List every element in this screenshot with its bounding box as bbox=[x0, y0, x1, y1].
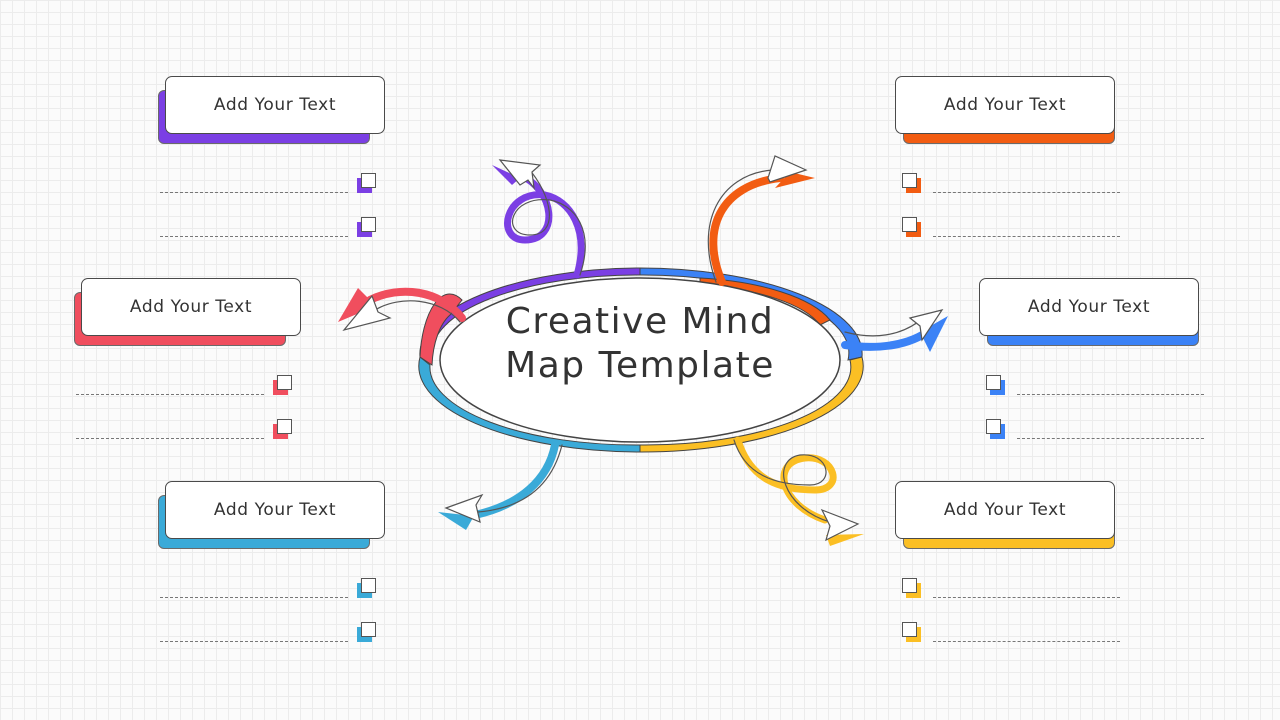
checkbox[interactable] bbox=[986, 419, 1006, 439]
checkbox[interactable] bbox=[902, 173, 922, 193]
checkbox[interactable] bbox=[986, 375, 1006, 395]
node-blue[interactable]: Add Your Text bbox=[979, 278, 1199, 346]
dashed-line bbox=[160, 192, 348, 193]
node-lightblue[interactable]: Add Your Text bbox=[158, 481, 385, 549]
list-item[interactable] bbox=[902, 173, 1122, 197]
dashed-line bbox=[76, 394, 264, 395]
dashed-line bbox=[933, 597, 1120, 598]
node-purple[interactable]: Add Your Text bbox=[158, 76, 385, 144]
dashed-line bbox=[160, 641, 348, 642]
list-item[interactable] bbox=[902, 622, 1122, 646]
dashed-line bbox=[933, 192, 1120, 193]
list-item[interactable] bbox=[160, 622, 380, 646]
list-item[interactable] bbox=[160, 173, 380, 197]
arrow-lightblue bbox=[438, 441, 563, 530]
checkbox[interactable] bbox=[357, 173, 377, 193]
checkbox[interactable] bbox=[273, 375, 293, 395]
list-item[interactable] bbox=[160, 578, 380, 602]
node-yellow[interactable]: Add Your Text bbox=[895, 481, 1115, 549]
arrow-orange bbox=[707, 155, 815, 286]
arrow-blue bbox=[841, 309, 948, 352]
checkbox[interactable] bbox=[357, 578, 377, 598]
list-item[interactable] bbox=[986, 419, 1206, 443]
node-orange[interactable]: Add Your Text bbox=[895, 76, 1115, 144]
checkbox[interactable] bbox=[902, 622, 922, 642]
node-lightblue-label[interactable]: Add Your Text bbox=[165, 481, 385, 539]
dashed-line bbox=[933, 641, 1120, 642]
node-orange-label[interactable]: Add Your Text bbox=[895, 76, 1115, 134]
central-title: Creative Mind Map Template bbox=[450, 300, 830, 388]
list-item[interactable] bbox=[76, 375, 296, 399]
list-item[interactable] bbox=[986, 375, 1206, 399]
node-yellow-label[interactable]: Add Your Text bbox=[895, 481, 1115, 539]
title-line-2: Map Template bbox=[505, 345, 775, 386]
dashed-line bbox=[1017, 394, 1204, 395]
node-red-label[interactable]: Add Your Text bbox=[81, 278, 301, 336]
list-item[interactable] bbox=[902, 578, 1122, 602]
checkbox[interactable] bbox=[902, 217, 922, 237]
list-item[interactable] bbox=[160, 217, 380, 241]
dashed-line bbox=[76, 438, 264, 439]
node-blue-label[interactable]: Add Your Text bbox=[979, 278, 1199, 336]
checkbox[interactable] bbox=[273, 419, 293, 439]
title-line-1: Creative Mind bbox=[505, 301, 775, 342]
node-purple-label[interactable]: Add Your Text bbox=[165, 76, 385, 134]
dashed-line bbox=[160, 236, 348, 237]
arrow-yellow bbox=[733, 436, 864, 546]
checkbox[interactable] bbox=[357, 217, 377, 237]
dashed-line bbox=[160, 597, 348, 598]
arrow-purple bbox=[492, 159, 586, 279]
list-item[interactable] bbox=[902, 217, 1122, 241]
list-item[interactable] bbox=[76, 419, 296, 443]
checkbox[interactable] bbox=[357, 622, 377, 642]
dashed-line bbox=[1017, 438, 1204, 439]
checkbox[interactable] bbox=[902, 578, 922, 598]
node-red[interactable]: Add Your Text bbox=[74, 278, 301, 346]
dashed-line bbox=[933, 236, 1120, 237]
arrow-red bbox=[338, 287, 466, 332]
